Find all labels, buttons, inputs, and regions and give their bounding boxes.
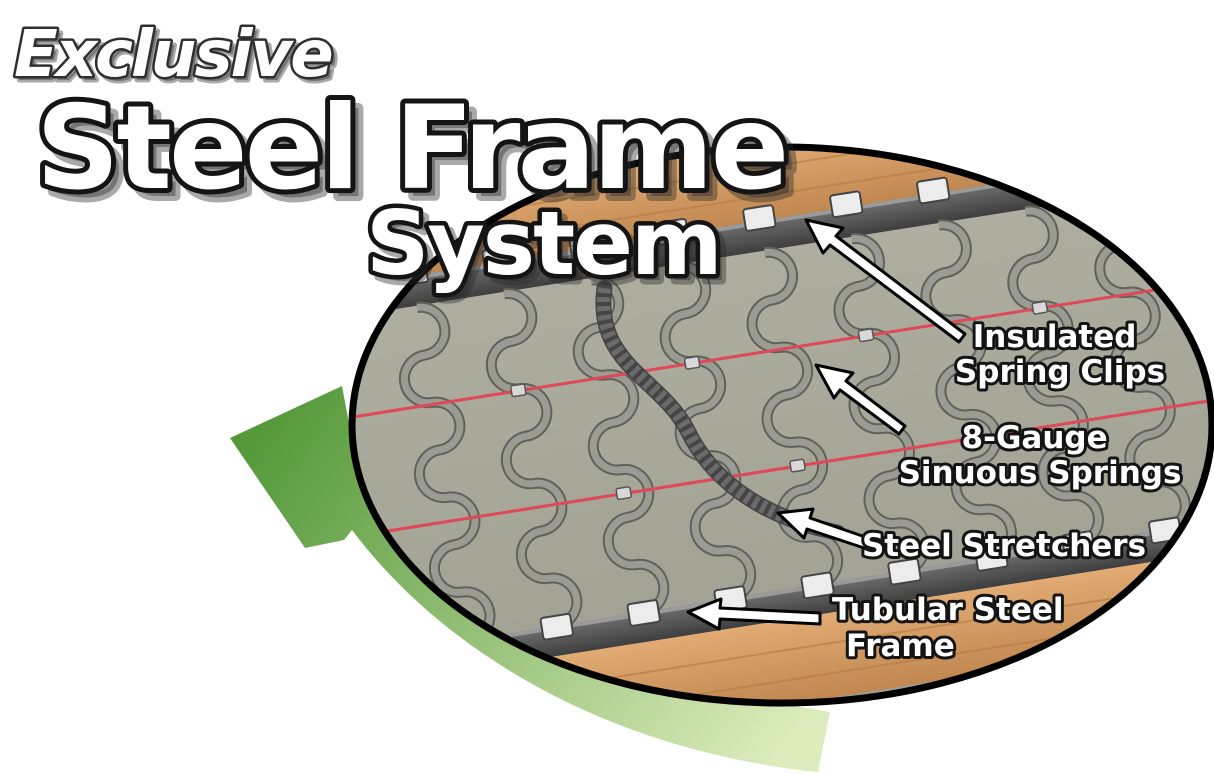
- spring-clip: [626, 598, 662, 628]
- spring-clip: [915, 176, 951, 205]
- callout-arrow-spring-clips: [804, 218, 967, 344]
- callout-arrow-sinuous-springs: [814, 363, 907, 436]
- steel-frame-title-shadow: Steel Frame: [44, 89, 794, 224]
- tubular-steel-frame-label: Tubular Steel Frame: [832, 592, 1074, 664]
- steel-stretchers-line1: Steel Stretchers: [862, 528, 1146, 564]
- steel-frame-title: Steel Frame: [36, 81, 786, 216]
- insulated-spring-clips-line2: Spring Clips: [955, 354, 1165, 390]
- sinuous-springs-line2: Sinuous Springs: [899, 455, 1182, 491]
- spring-clip: [539, 612, 575, 641]
- spring-clip: [1089, 148, 1125, 178]
- tubular-steel-frame-line2: Frame: [846, 628, 955, 664]
- system-title: System: [366, 192, 721, 295]
- steel-rail-bottom: [352, 494, 1212, 698]
- spring-clip: [828, 190, 864, 219]
- callout-arrow-steel-stretchers: [776, 507, 876, 552]
- steel-stretchers-label: Steel Stretchers: [862, 528, 1146, 564]
- photo-ellipse-border: [348, 143, 1214, 707]
- system-title-shadow: System: [372, 198, 727, 301]
- wood-rail-top: [352, 147, 1212, 305]
- wire-clips: [510, 300, 1049, 501]
- steel-stretcher-ribs: [596, 287, 839, 540]
- insulated-spring-clips-label: Insulated Spring Clips: [955, 319, 1165, 390]
- tubular-steel-frame-line1: Tubular Steel: [832, 592, 1064, 628]
- exclusive-title: Exclusive: [14, 18, 332, 92]
- spring-clip: [799, 571, 836, 600]
- insulated-spring-clips-line1: Insulated: [973, 319, 1137, 355]
- sinuous-springs-label: 8-Gauge Sinuous Springs: [899, 420, 1182, 491]
- callout-arrow-tubular-frame: [686, 597, 822, 631]
- spring-clip: [1176, 147, 1212, 164]
- exclusive-title-shadow: Exclusive: [18, 22, 336, 96]
- sinuous-springs-line1: 8-Gauge: [962, 420, 1108, 456]
